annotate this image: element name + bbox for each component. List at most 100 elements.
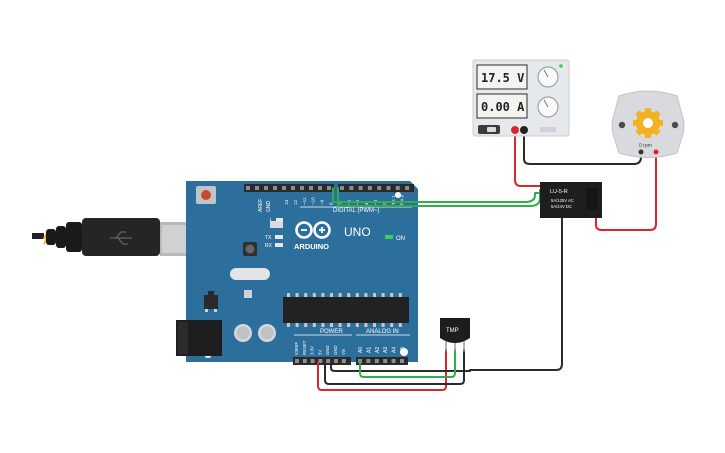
digital-pin-label: 8 <box>329 202 334 205</box>
digital-pin-label: 2 <box>382 202 387 205</box>
header-pin-hole[interactable] <box>358 186 363 190</box>
header-pin-hole[interactable] <box>405 186 410 190</box>
chip-pin <box>312 323 316 327</box>
header-pin-hole[interactable] <box>367 186 372 190</box>
chip-pin <box>312 293 316 297</box>
analog-header[interactable] <box>356 357 408 365</box>
power-pin-label: IOREF <box>294 341 299 355</box>
sensor-label: TMP <box>446 328 459 334</box>
chip-pin <box>347 323 351 327</box>
wire-green-a0[interactable] <box>359 349 456 378</box>
regulator <box>204 295 218 309</box>
chip-pin <box>381 323 385 327</box>
wire-black-psu-motor[interactable] <box>523 130 642 165</box>
chip-pin <box>295 323 299 327</box>
wires <box>317 130 657 391</box>
header-pin-hole[interactable] <box>334 359 338 363</box>
motor-terminal-2[interactable] <box>653 149 659 155</box>
header-pin-hole[interactable] <box>377 186 382 190</box>
chip-pins <box>287 293 402 327</box>
wire-green-signal[interactable] <box>332 187 541 203</box>
header-pin-hole[interactable] <box>246 186 250 190</box>
analog-pin-label: A1 <box>366 347 372 353</box>
digital-header-right[interactable] <box>338 184 414 192</box>
l-led-label: L <box>270 218 273 224</box>
header-pin-hole[interactable] <box>282 186 286 190</box>
header-pin-hole[interactable] <box>366 359 371 363</box>
gear-tooth <box>645 108 651 114</box>
wire-red-relay-motor[interactable] <box>595 151 657 231</box>
header-pin-hole[interactable] <box>383 359 388 363</box>
power-pin-label: GND <box>325 345 330 355</box>
analog-pin-label: A2 <box>375 347 381 353</box>
header-pin-hole[interactable] <box>264 186 268 190</box>
arduino-brand: ARDUINO <box>294 242 329 251</box>
psu-positive-terminal[interactable] <box>511 126 519 134</box>
motor-terminal-1[interactable] <box>638 149 644 155</box>
digital-pin-label: RX 0 <box>400 194 405 205</box>
header-pin-hole[interactable] <box>374 359 379 363</box>
wire-green-signal-2[interactable] <box>337 187 541 207</box>
arduino-logo-icon <box>295 221 331 239</box>
wire-black-relay-ground[interactable] <box>469 217 563 371</box>
analog-pin-label: A4 <box>392 347 398 353</box>
header-pin-hole[interactable] <box>291 186 295 190</box>
header-pin-hole[interactable] <box>255 186 259 190</box>
relay[interactable]: LU-5-R 5A/125V AC 5A/24V DC <box>540 182 602 218</box>
digital-label: DIGITAL (PWM~) <box>333 208 380 214</box>
header-pin-hole[interactable] <box>341 359 346 363</box>
relay-spec-2: 5A/24V DC <box>551 204 572 209</box>
chip-pin <box>330 323 333 327</box>
header-pin-hole[interactable] <box>386 186 391 190</box>
header-pin-hole[interactable] <box>326 359 331 363</box>
wire-red-psu-relay[interactable] <box>514 130 542 187</box>
digital-header-left[interactable] <box>244 184 334 192</box>
wire-black-gnd-2[interactable] <box>330 361 471 372</box>
temperature-sensor[interactable]: TMP <box>440 318 470 352</box>
l-led <box>276 218 283 222</box>
psu-negative-terminal[interactable] <box>520 126 528 134</box>
header-pin-hole[interactable] <box>391 359 396 363</box>
wire-red-5v[interactable] <box>317 349 447 391</box>
analog-pin-label: A0 <box>358 347 364 353</box>
dc-power-supply[interactable]: 17.5 V 0.00 A <box>472 59 570 137</box>
gear-tooth <box>657 120 663 126</box>
chip-pin <box>355 323 359 327</box>
chip-pin <box>390 293 394 297</box>
header-pin-hole[interactable] <box>295 359 299 363</box>
on-label: ON <box>396 236 405 242</box>
header-pin-hole[interactable] <box>309 186 313 190</box>
digital-pin-label: 7 <box>337 202 342 205</box>
usb-cable[interactable] <box>32 218 200 256</box>
chip-pin <box>287 323 290 327</box>
chip-pin <box>364 323 368 327</box>
header-pin-hole[interactable] <box>318 359 323 363</box>
analog-in-label: ANALOG IN <box>366 329 399 335</box>
chip-pin <box>321 293 325 297</box>
chip-pin <box>364 293 368 297</box>
motor-speed: 0 rpm <box>639 143 652 149</box>
gear-tooth <box>645 132 651 138</box>
header-pin-hole[interactable] <box>400 359 404 363</box>
digital-pin-label: ~10 <box>311 197 316 205</box>
voltage-readout: 17.5 V <box>481 71 524 85</box>
header-pin-hole[interactable] <box>300 186 304 190</box>
header-pin-hole[interactable] <box>302 359 307 363</box>
header-pin-hole[interactable] <box>318 186 322 190</box>
header-pin-hole[interactable] <box>273 186 277 190</box>
chip-pin <box>338 323 342 327</box>
header-pin-hole[interactable] <box>340 186 344 190</box>
header-pin-hole[interactable] <box>395 186 400 190</box>
wire-black-gnd[interactable] <box>324 349 465 385</box>
dc-motor[interactable]: 0 rpm <box>611 90 685 158</box>
digital-pin-label: ~11 <box>302 197 307 205</box>
header-pin-hole[interactable] <box>327 186 331 190</box>
relay-model: LU-5-R <box>550 189 568 195</box>
header-pin-hole[interactable] <box>349 186 354 190</box>
chip-pin <box>373 323 376 327</box>
digital-pin-label: ~9 <box>320 199 325 205</box>
header-pin-hole[interactable] <box>310 359 315 363</box>
